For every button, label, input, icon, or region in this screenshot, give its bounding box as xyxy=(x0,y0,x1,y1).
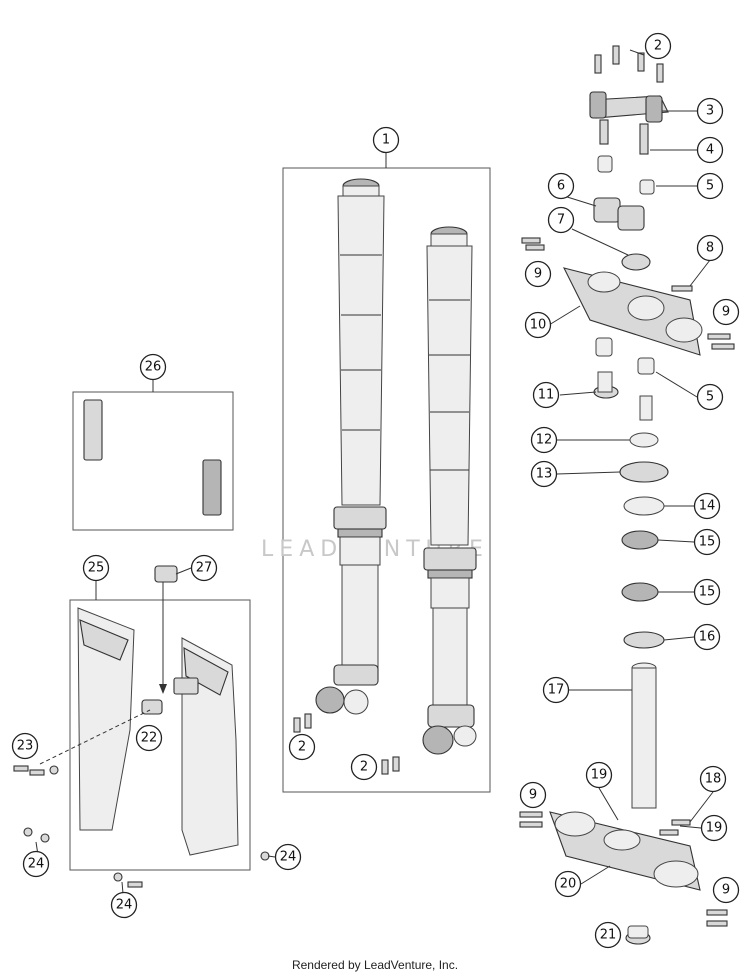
callout: 2 xyxy=(350,753,378,781)
svg-text:5: 5 xyxy=(706,179,714,194)
svg-text:14: 14 xyxy=(699,499,716,514)
callout: 24 xyxy=(22,850,50,878)
svg-text:2: 2 xyxy=(654,39,662,54)
callout: 25 xyxy=(82,554,110,582)
callout: 14 xyxy=(693,492,721,520)
svg-text:24: 24 xyxy=(28,857,45,872)
svg-text:21: 21 xyxy=(600,928,617,943)
callout: 13 xyxy=(530,460,558,488)
callout: 9 xyxy=(712,876,740,904)
callout: 6 xyxy=(547,172,575,200)
callout: 19 xyxy=(585,761,613,789)
svg-text:24: 24 xyxy=(280,850,297,865)
svg-text:2: 2 xyxy=(298,740,306,755)
svg-text:9: 9 xyxy=(529,788,537,803)
svg-text:26: 26 xyxy=(145,360,162,375)
svg-text:9: 9 xyxy=(722,883,730,898)
svg-text:2: 2 xyxy=(360,760,368,775)
callout: 24 xyxy=(110,891,138,919)
callout: 5 xyxy=(696,172,724,200)
svg-text:3: 3 xyxy=(706,104,714,119)
svg-text:25: 25 xyxy=(88,561,105,576)
callout: 10 xyxy=(524,311,552,339)
svg-text:19: 19 xyxy=(591,768,608,783)
svg-text:16: 16 xyxy=(699,630,716,645)
svg-text:13: 13 xyxy=(536,467,553,482)
callout: 5 xyxy=(696,383,724,411)
svg-text:17: 17 xyxy=(548,683,565,698)
svg-text:9: 9 xyxy=(722,305,730,320)
callout: 19 xyxy=(700,814,728,842)
svg-text:12: 12 xyxy=(536,433,553,448)
svg-text:24: 24 xyxy=(116,898,133,913)
callout: 7 xyxy=(547,206,575,234)
callout: 15 xyxy=(693,528,721,556)
callout: 4 xyxy=(696,136,724,164)
callout: 17 xyxy=(542,676,570,704)
svg-text:11: 11 xyxy=(538,388,555,403)
svg-text:19: 19 xyxy=(706,821,723,836)
hardware xyxy=(13,45,735,927)
fork-guards xyxy=(39,565,239,856)
callout: 2 xyxy=(288,733,316,761)
callout: 16 xyxy=(693,623,721,651)
fork-leg-left xyxy=(315,178,387,715)
svg-text:15: 15 xyxy=(699,585,716,600)
callout: 12 xyxy=(530,426,558,454)
callout: 21 xyxy=(594,921,622,949)
steering-parts xyxy=(549,91,703,945)
fork-guard-frame xyxy=(69,599,251,871)
fork-leg-right xyxy=(422,226,477,755)
callout: 23 xyxy=(11,732,39,760)
callout: 27 xyxy=(190,554,218,582)
callout: 9 xyxy=(712,298,740,326)
callout: 11 xyxy=(532,381,560,409)
svg-text:10: 10 xyxy=(530,318,547,333)
callout: 2 xyxy=(644,32,672,60)
callout: 26 xyxy=(139,353,167,381)
callout: 22 xyxy=(135,724,163,752)
callout: 24 xyxy=(274,843,302,871)
callout: 1 xyxy=(372,126,400,154)
callout: 20 xyxy=(554,870,582,898)
svg-text:18: 18 xyxy=(705,772,722,787)
callout: 15 xyxy=(693,578,721,606)
callout: 8 xyxy=(696,234,724,262)
svg-text:20: 20 xyxy=(560,877,577,892)
svg-text:9: 9 xyxy=(534,267,542,282)
callout: 3 xyxy=(696,97,724,125)
callout: 18 xyxy=(699,765,727,793)
svg-text:7: 7 xyxy=(557,213,565,228)
svg-text:6: 6 xyxy=(557,179,565,194)
svg-text:1: 1 xyxy=(382,133,390,148)
callout: 9 xyxy=(524,260,552,288)
svg-text:4: 4 xyxy=(706,143,714,158)
bleeder-parts xyxy=(83,399,222,516)
svg-text:23: 23 xyxy=(17,739,34,754)
svg-text:22: 22 xyxy=(141,731,158,746)
svg-text:5: 5 xyxy=(706,390,714,405)
footer-credit: Rendered by LeadVenture, Inc. xyxy=(291,958,459,972)
callout: 9 xyxy=(519,781,547,809)
svg-text:15: 15 xyxy=(699,535,716,550)
svg-text:27: 27 xyxy=(196,561,213,576)
svg-text:8: 8 xyxy=(706,241,714,256)
